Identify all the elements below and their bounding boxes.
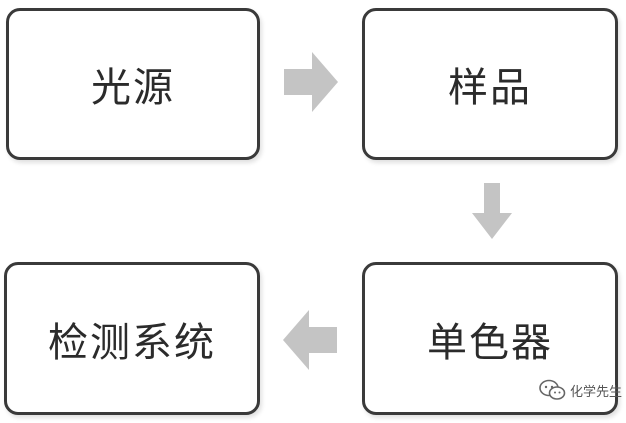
- node-label: 检测系统: [48, 319, 216, 366]
- node-light-source: 光源: [6, 8, 260, 160]
- node-detection-system: 检测系统: [4, 262, 260, 415]
- node-label: 单色器: [427, 319, 553, 366]
- node-label: 样品: [448, 65, 532, 111]
- arrow-left-icon: [283, 310, 337, 370]
- node-sample: 样品: [362, 8, 618, 160]
- arrow-right-icon: [284, 52, 338, 112]
- wechat-icon: [539, 379, 566, 400]
- arrow-down-icon: [472, 183, 512, 239]
- node-label: 光源: [91, 65, 175, 111]
- watermark: 化学先生: [538, 379, 622, 401]
- node-monochromator: 单色器: [362, 262, 618, 415]
- watermark-text: 化学先生: [569, 384, 622, 400]
